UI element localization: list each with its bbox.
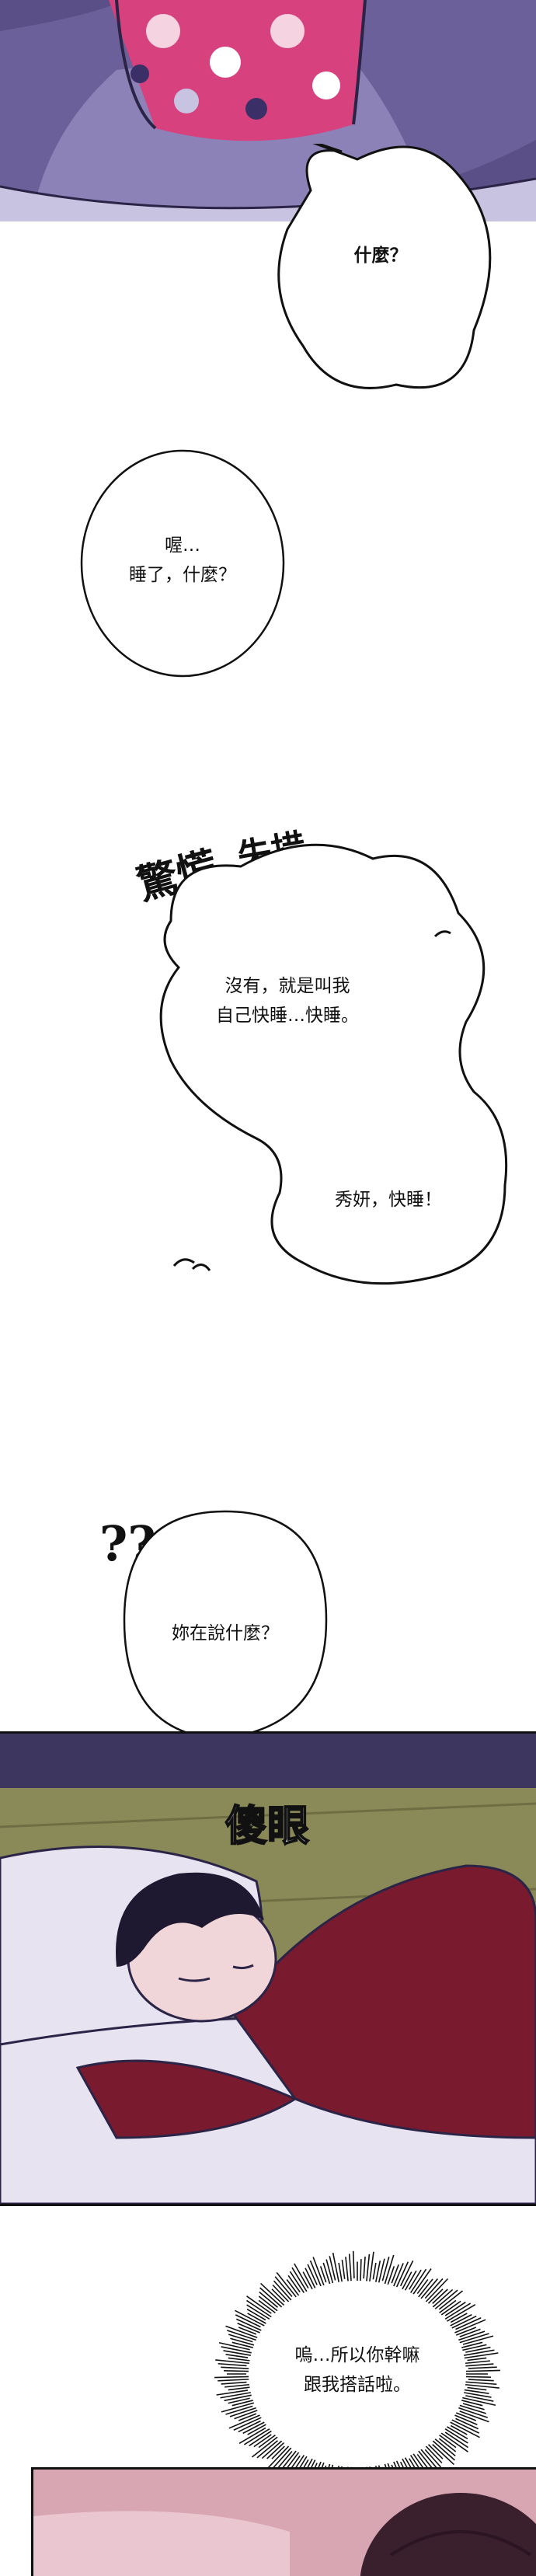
bubble-text-3: 沒有，就是叫我 自己快睡…快睡。 <box>216 976 359 1026</box>
panel-bottom-art <box>31 2467 536 2576</box>
sfx-dazed: 傻眼 <box>224 1800 310 1851</box>
speech-bubble-shout <box>277 144 492 389</box>
panel-top-art <box>0 0 536 221</box>
bubble-text-2: 喔… 睡了，什麼？ <box>129 535 236 585</box>
bubble-text-6: 嗚…所以你幹嘛 跟我搭話啦。 <box>294 2345 420 2395</box>
bubble-text-1: 什麼？ <box>353 246 408 266</box>
speech-bubble-cloud <box>159 843 508 1285</box>
panel-sleeping-boy <box>0 1731 536 2206</box>
bubble-text-5: 妳在說什麼？ <box>172 1623 279 1644</box>
speech-bubble-burst <box>214 2250 500 2498</box>
floral-dress-girl-illustration <box>0 0 536 221</box>
bottom-character-illustration <box>33 2470 536 2576</box>
speech-bubble-round <box>80 449 285 678</box>
bubble-text-4: 秀妍，快睡！ <box>335 1190 442 1210</box>
sleeping-boy-illustration <box>0 1734 536 2204</box>
